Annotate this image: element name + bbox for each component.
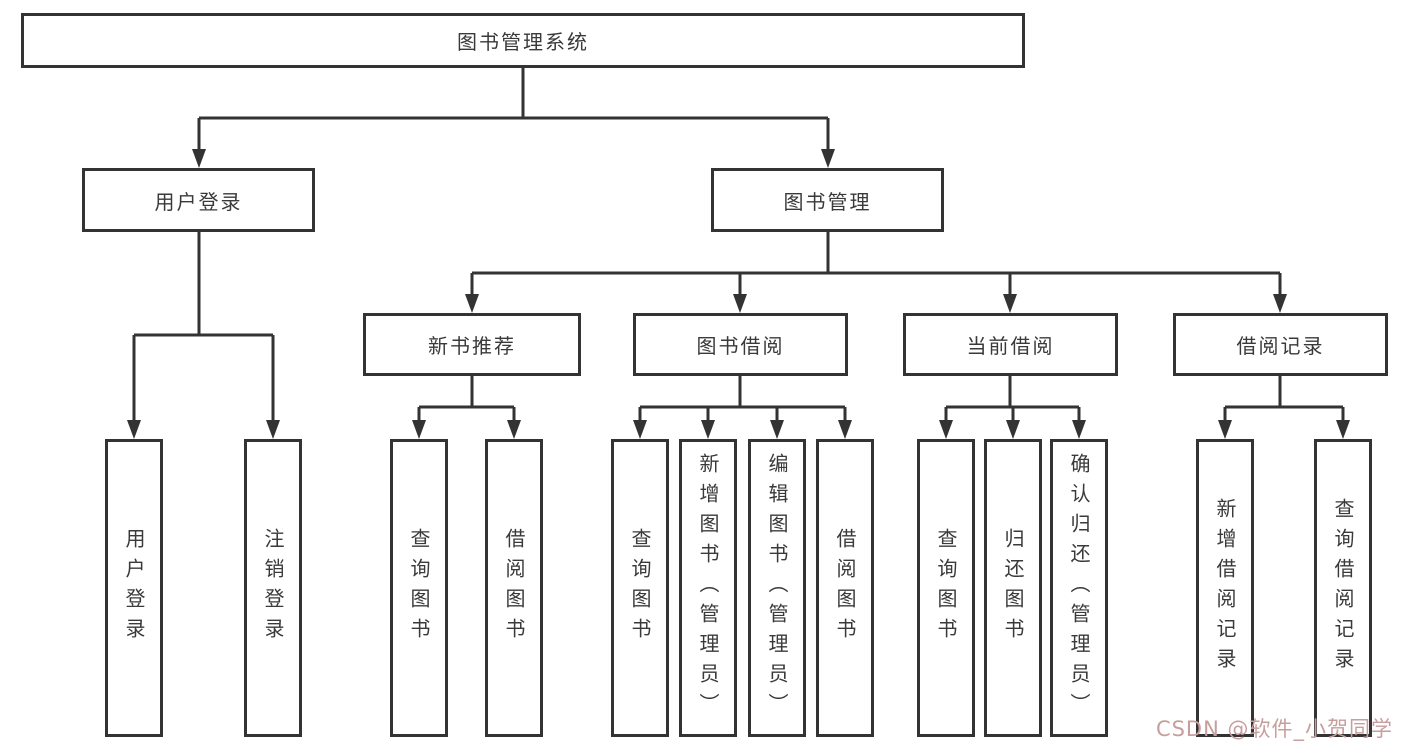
leaf-return-book: 归还图书 <box>984 439 1042 737</box>
leaf-query-books-current: 查询图书 <box>917 439 975 737</box>
leaf-borrow-books-recommend: 借阅图书 <box>485 439 543 737</box>
watermark: CSDN @软件_小贺同学 <box>1155 717 1393 741</box>
node-book-management: 图书管理 <box>711 168 944 232</box>
leaf-query-books-borrow: 查询图书 <box>611 439 669 737</box>
leaf-add-book-admin: 新增图书（管理员） <box>679 439 737 737</box>
leaf-confirm-return-admin: 确认归还（管理员） <box>1050 439 1108 737</box>
leaf-query-borrow-record: 查询借阅记录 <box>1314 439 1372 737</box>
node-new-book-recommend: 新书推荐 <box>363 313 581 376</box>
node-user-login: 用户登录 <box>82 168 315 232</box>
node-root: 图书管理系统 <box>21 13 1025 68</box>
node-current-borrow: 当前借阅 <box>903 313 1118 376</box>
leaf-borrow-books: 借阅图书 <box>816 439 874 737</box>
leaf-logout: 注销登录 <box>244 439 302 737</box>
leaf-user-login: 用户登录 <box>105 439 163 737</box>
leaf-edit-book-admin: 编辑图书（管理员） <box>748 439 806 737</box>
node-book-borrow: 图书借阅 <box>633 313 848 376</box>
leaf-add-borrow-record: 新增借阅记录 <box>1196 439 1254 737</box>
leaf-query-books-recommend: 查询图书 <box>390 439 448 737</box>
node-borrow-records: 借阅记录 <box>1173 313 1388 376</box>
